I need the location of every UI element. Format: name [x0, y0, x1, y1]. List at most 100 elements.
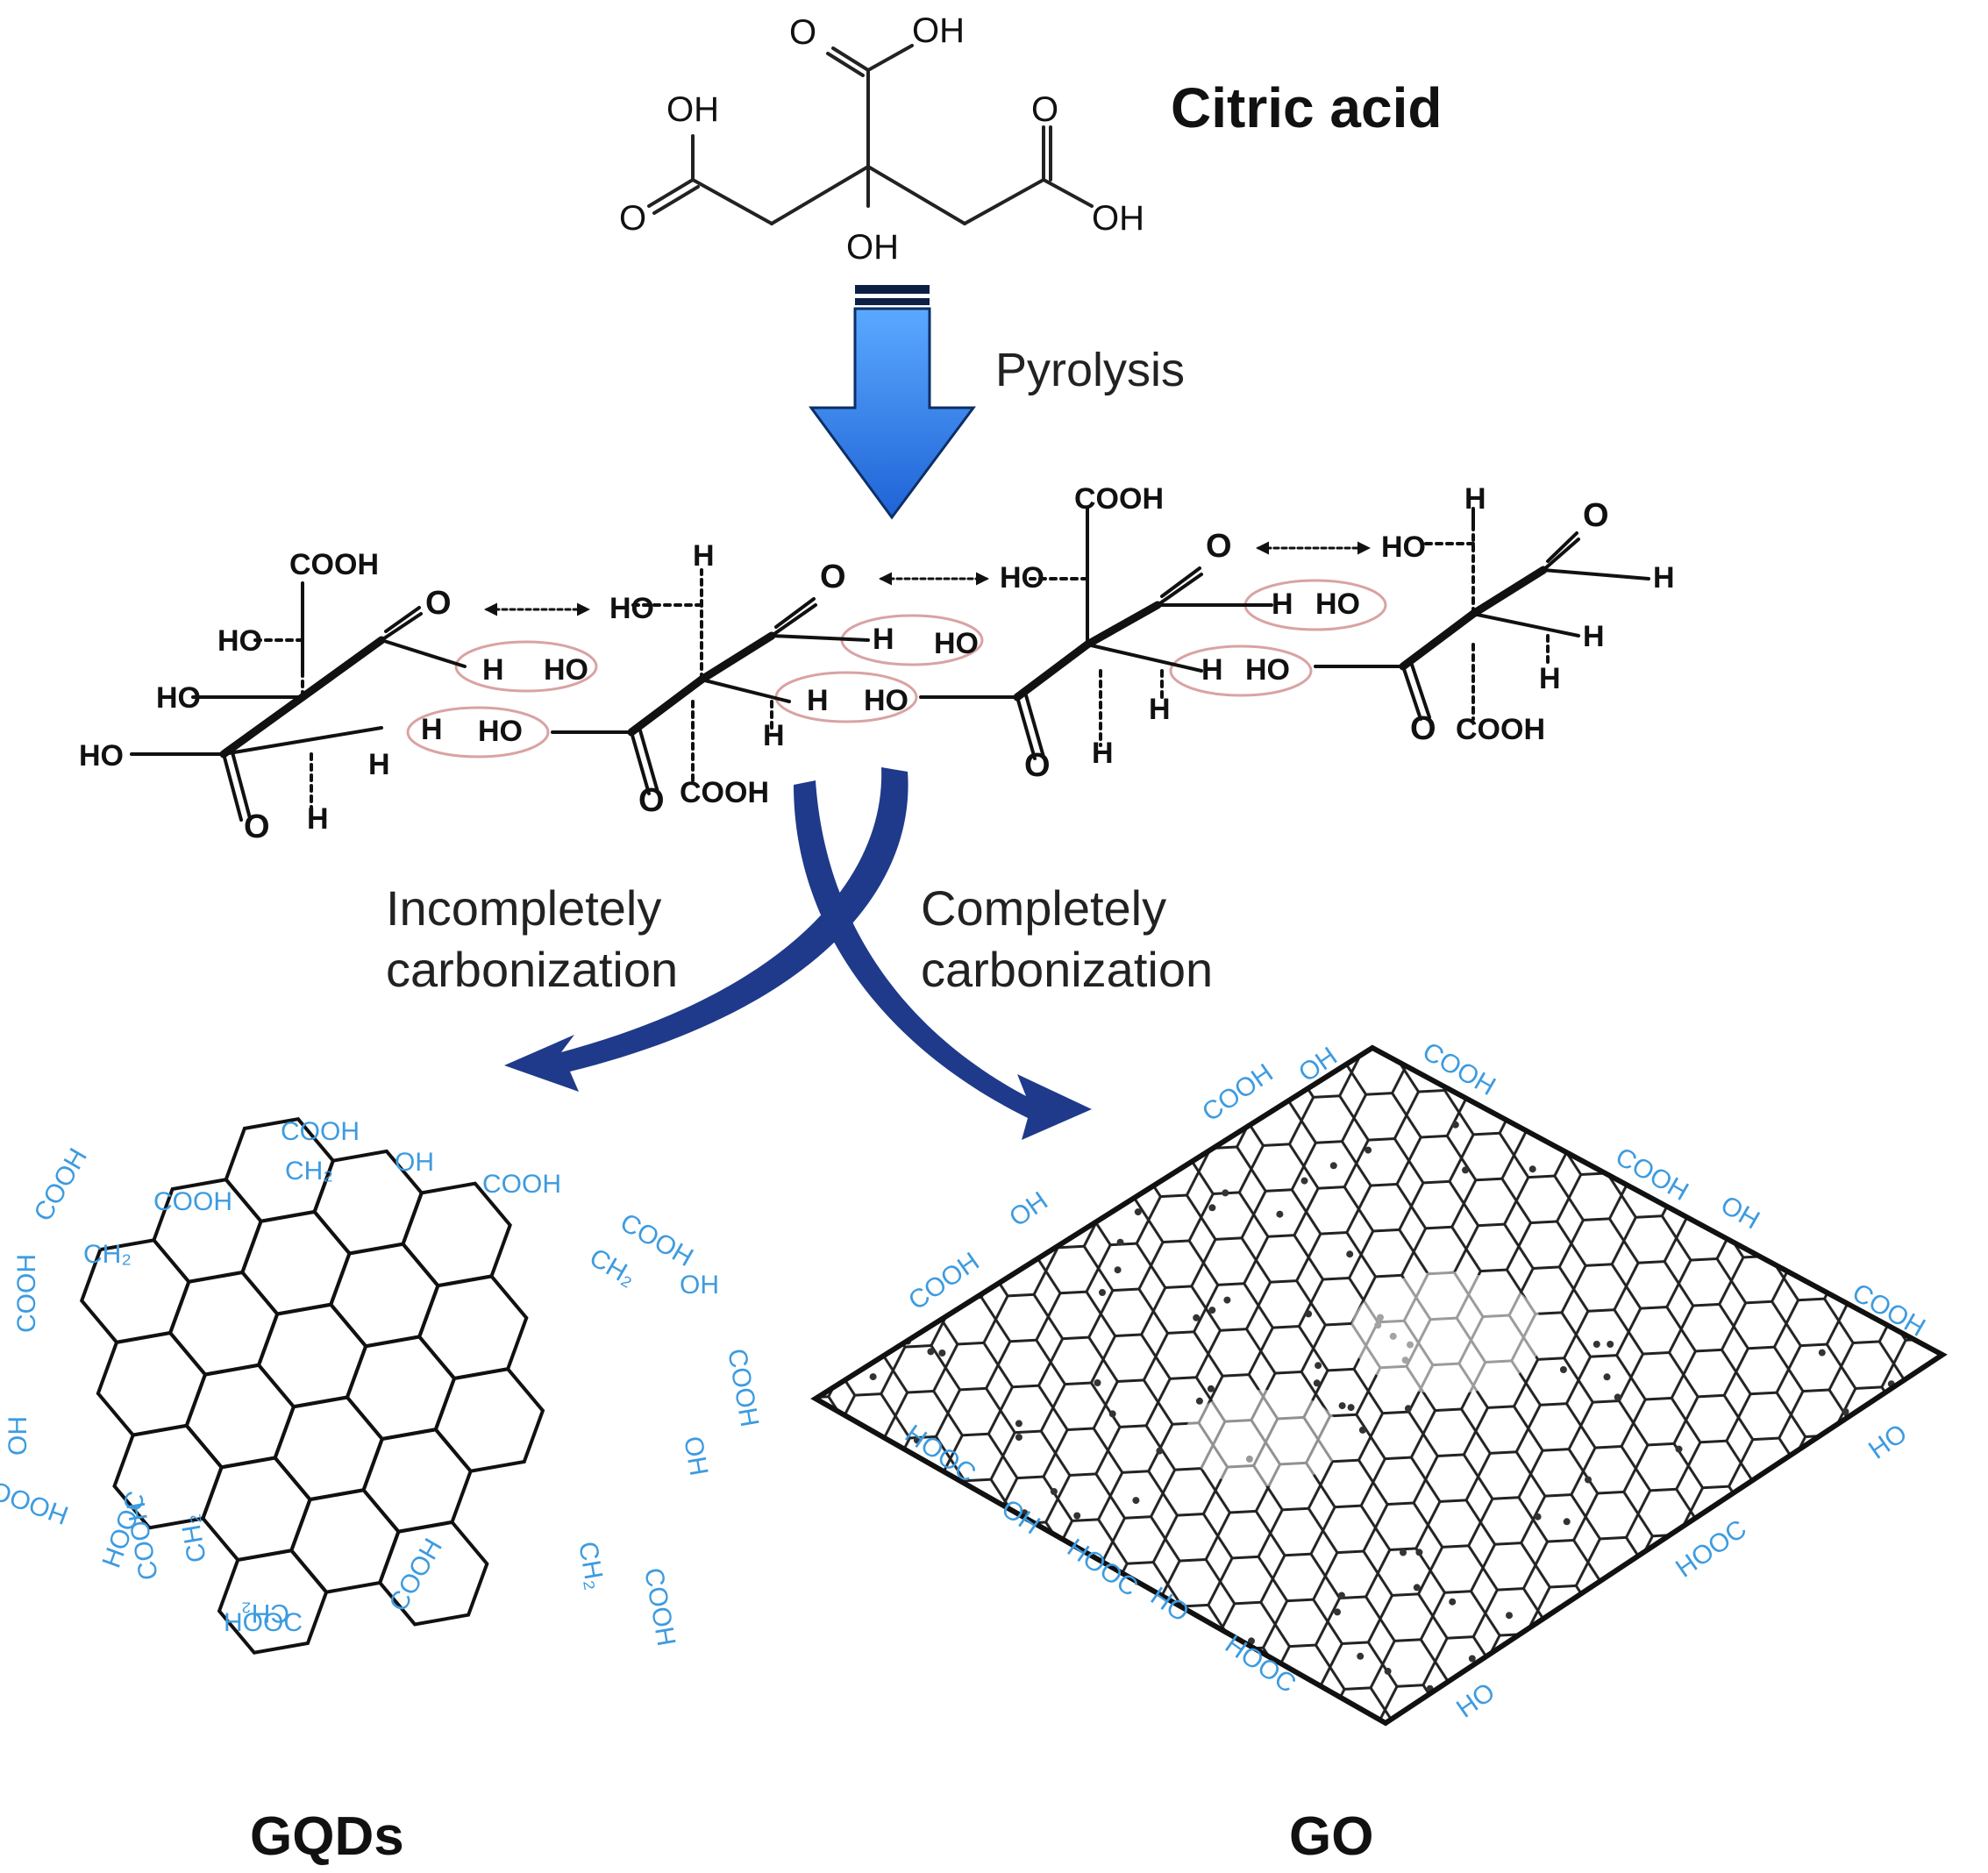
go-oxygen-dot: [1357, 1652, 1365, 1660]
gqd-cooh-top2: COOH: [482, 1170, 561, 1199]
gqd-hexagon: [345, 1335, 457, 1442]
int-ho-1c: HO: [79, 739, 124, 773]
go-oxygen-dot: [1114, 1266, 1122, 1274]
ca-o-right: O: [1031, 90, 1058, 129]
branch-right-line2: carbonization: [921, 942, 1213, 997]
go-oxygen-dot: [1099, 1289, 1106, 1296]
gqd-ch2-tr: CH₂: [585, 1243, 641, 1292]
gqd-cooh-br: COOH: [638, 1565, 680, 1648]
go-oxygen-dot: [1400, 1549, 1407, 1556]
int-h-3d: H: [1092, 737, 1114, 770]
int-ho-2c: HO: [609, 592, 654, 625]
gqd-hexagon: [96, 1330, 208, 1437]
gqd-hooc-bl: HOOC: [0, 1476, 72, 1530]
gqd-oh-top: OH: [395, 1148, 434, 1177]
go-oxygen-dot: [1528, 1165, 1536, 1173]
gqd-cooh-tl: COOH: [153, 1187, 232, 1216]
ca-oh-top: OH: [912, 11, 965, 50]
go-oxygen-dot: [1559, 1366, 1567, 1373]
int-ho-4c: HO: [1381, 531, 1426, 564]
go-oxygen-dot: [1593, 1341, 1600, 1348]
go-oxygen-dot: [1015, 1434, 1023, 1442]
int-o-4a: O: [1583, 497, 1609, 534]
gqd-hexagon: [377, 1520, 489, 1627]
citric-acid-structure: O OH OH O O OH OH: [619, 11, 1144, 267]
int-ho-3b: HO: [864, 684, 908, 717]
ca-o-top: O: [789, 13, 816, 52]
gqd-ch2-br: CH₂: [573, 1539, 609, 1592]
int-h-1d: H: [307, 802, 329, 836]
ca-oh-left: OH: [666, 90, 719, 129]
gqd-hexagon: [417, 1274, 529, 1381]
go-oxygen-dot: [1534, 1513, 1542, 1520]
go-oxygen-dot: [1050, 1488, 1058, 1495]
go-oxygen-dot: [913, 1436, 921, 1444]
go-oxygen-dot: [1156, 1447, 1164, 1455]
go-oxygen-dot: [1208, 1307, 1216, 1314]
int-ho-1b: HO: [156, 681, 201, 715]
go-oxygen-dot: [1384, 1667, 1392, 1675]
go-oxygen-dot: [1563, 1518, 1571, 1526]
int-o-2b: O: [638, 782, 665, 819]
go-ho-3: HO: [1863, 1419, 1913, 1465]
int-h-2c: H: [807, 684, 829, 717]
gqds-label: GQDs: [250, 1806, 404, 1867]
int-cooh-1: COOH: [289, 548, 379, 581]
go-oxygen-dot: [1276, 1210, 1284, 1218]
gqd-hooc-bottom: HOOC: [224, 1608, 303, 1637]
int-cooh-4: COOH: [1456, 713, 1545, 746]
go-oxygen-dot: [1346, 1250, 1354, 1258]
ca-oh-center: OH: [846, 228, 899, 267]
go-oxygen-dot: [1506, 1612, 1513, 1620]
int-ho-4b: HO: [1245, 653, 1290, 687]
go-oxygen-dot: [1675, 1445, 1683, 1453]
gqd-sheet: COOH CH₂ OH COOH COOH COOH CH₂ COOH COOH…: [0, 1117, 764, 1655]
gqd-cooh-tl2: COOH: [28, 1143, 93, 1226]
go-oxygen-dot: [1073, 1512, 1081, 1520]
go-oxygen-dot: [1132, 1497, 1140, 1505]
int-ho-2a: HO: [544, 653, 588, 687]
go-oxygen-dot: [1134, 1208, 1142, 1216]
int-ho-2b: HO: [478, 715, 523, 748]
int-h-2a: H: [693, 539, 715, 573]
go-oxygen-dot: [1223, 1296, 1231, 1304]
branch-left-line1: Incompletely: [386, 880, 661, 936]
gqd-ch2-bottom: CH₂: [241, 1599, 289, 1627]
go-oxygen-dot: [1468, 1655, 1476, 1663]
go-oxygen-dot: [1413, 1584, 1421, 1592]
int-h-4b: H: [1653, 561, 1675, 595]
go-oxygen-dot: [1462, 1166, 1469, 1174]
ca-o-left: O: [619, 199, 646, 238]
go-oxygen-dot: [1207, 1385, 1215, 1392]
gqd-oh-left: OH: [4, 1416, 32, 1456]
go-oxygen-dot: [1108, 1410, 1116, 1418]
gqd-oh-right: OH: [680, 1271, 719, 1300]
gqd-cooh-top: COOH: [281, 1117, 360, 1146]
pyrolysis-arrow-icon: [809, 285, 976, 520]
int-h-1c: H: [368, 748, 390, 781]
int-o-3a: O: [1206, 528, 1232, 565]
go-oxygen-dot: [1358, 1426, 1366, 1434]
int-h-2d: H: [763, 719, 785, 752]
int-o-2a: O: [820, 559, 846, 595]
go-sheet: COOH OH COOH COOH OH COOH OH COOH HOOC O…: [810, 1036, 1948, 1727]
go-oxygen-dot: [1015, 1420, 1023, 1428]
go-oh-2: OH: [1716, 1190, 1764, 1235]
go-oxygen-dot: [1337, 1592, 1345, 1599]
branch-arrows-icon: [504, 767, 1092, 1140]
go-ho-2: HO: [1451, 1677, 1500, 1724]
int-ho-3a: HO: [934, 627, 979, 660]
gqd-cooh-right: COOH: [722, 1346, 764, 1428]
gqd-hexagon: [273, 1395, 385, 1502]
go-oxygen-dot: [1603, 1373, 1611, 1381]
gqd-hexagon: [433, 1367, 545, 1473]
gqd-ch2-top: CH₂: [285, 1157, 333, 1186]
go-oxygen-dot: [1338, 1402, 1346, 1410]
int-h-4d: H: [1539, 662, 1561, 695]
int-cooh-3: COOH: [1074, 482, 1164, 516]
int-h-4a: H: [1464, 482, 1486, 516]
gqd-hexagon: [240, 1209, 352, 1316]
int-o-1b: O: [244, 808, 270, 845]
int-h-1b: H: [421, 713, 443, 746]
